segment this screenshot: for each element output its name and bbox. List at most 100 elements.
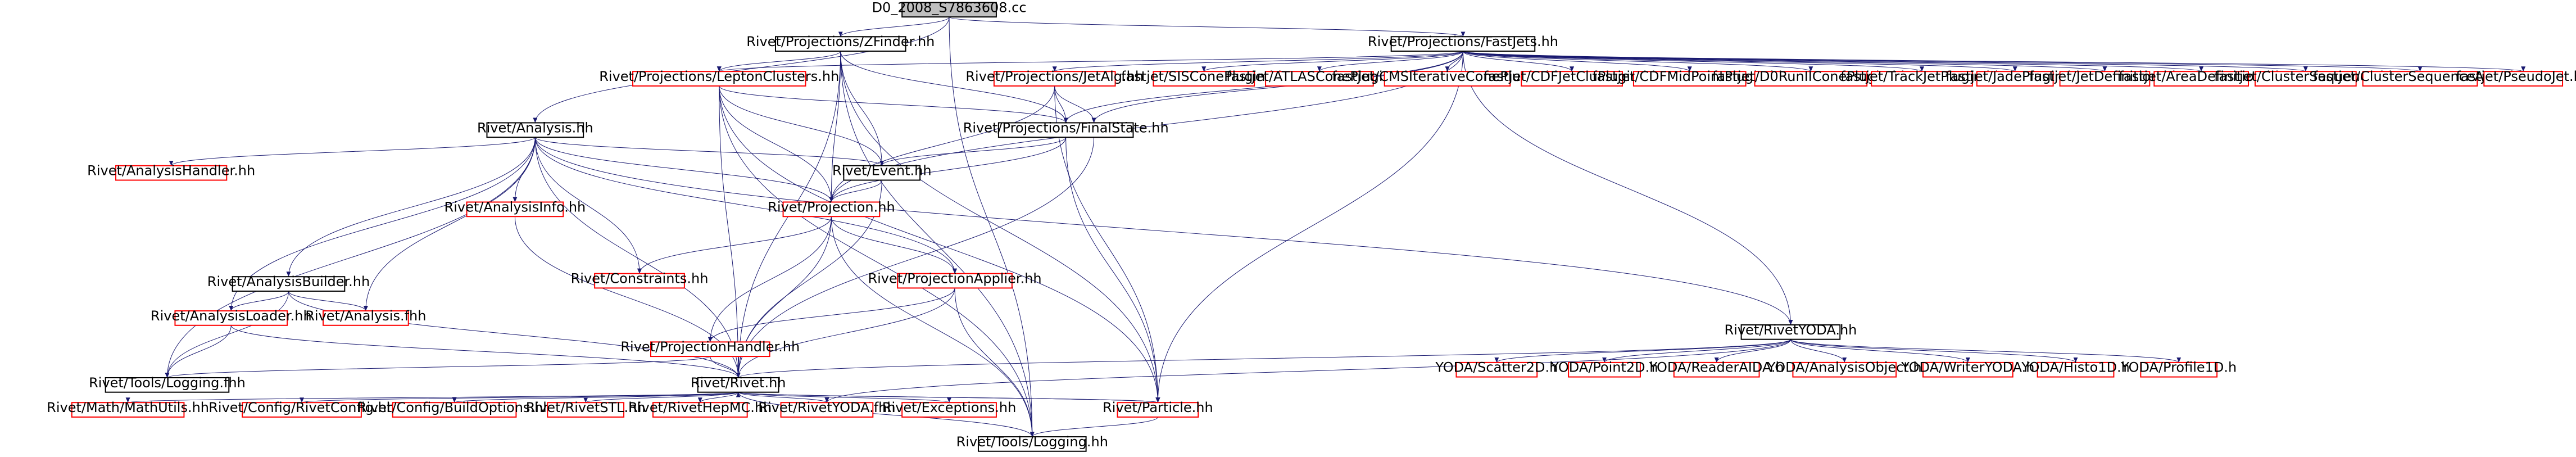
node-logging1[interactable]: Rivet/Tools/Logging.fhh: [89, 375, 246, 393]
node-mathutils: Rivet/Math/MathUtils.hh: [47, 400, 209, 418]
edge-zfinder-to-finalstate: [840, 51, 1068, 123]
node-label: YODA/ReaderAIDA.h: [1649, 360, 1784, 375]
edge-zfinder-to-logging2: [840, 51, 1035, 437]
node-logging2[interactable]: Rivet/Tools/Logging.hh: [956, 434, 1108, 452]
node-rivet[interactable]: Rivet/Rivet.hh: [691, 375, 786, 393]
node-box: [774, 36, 906, 52]
node-label: Rivet/ProjectionApplier.hh: [868, 271, 1041, 287]
node-rivetyodafwd: Rivet/RivetYODA.fhh: [758, 400, 896, 418]
node-siscone: fastjet/SISConePlugin.hh: [1121, 69, 1287, 87]
edge-rivetyoda-to-rivet: [736, 339, 1791, 378]
edge-zfinder-to-leptonclusters: [716, 51, 841, 72]
node-analysis[interactable]: Rivet/Analysis.hh: [477, 120, 593, 138]
node-box: [632, 71, 806, 87]
node-box: [242, 402, 362, 418]
node-label: Rivet/AnalysisLoader.hh: [151, 308, 312, 324]
node-label: Rivet/AnalysisBuilder.hh: [207, 274, 370, 289]
node-label: YODA/AnalysisObject.h: [1767, 360, 1922, 375]
node-box: [697, 377, 779, 393]
edge-projapplier-to-projhandler: [708, 288, 955, 342]
edge-fastjets-to-cdfjetclu: [1462, 51, 1575, 72]
edge-fastjets-to-d0runii: [1462, 51, 1813, 72]
edge-analysis-to-event: [534, 137, 885, 166]
edge-analysis-to-analysisbuilder: [286, 137, 536, 277]
node-analysisfwd: Rivet/Analysis.fhh: [305, 308, 426, 326]
node-analysisobject: YODA/AnalysisObject.h: [1767, 360, 1922, 378]
edge-rivetyoda-to-writeryoda: [1790, 339, 1970, 363]
node-box: [466, 201, 564, 218]
edge-projection-to-projhandler: [708, 216, 832, 342]
node-label: Rivet/Event.hh: [832, 163, 932, 179]
edge-rivet-to-rivetstl: [583, 392, 739, 403]
node-box: [650, 341, 770, 358]
edge-leptonclusters-to-finalstate: [719, 85, 1068, 123]
node-label: YODA/WriterYODA.h: [1901, 360, 2034, 375]
edge-fastjets-to-cdfmidpoint: [1462, 51, 1692, 72]
node-box: [1740, 324, 1841, 340]
node-label: fastjet/ATLASConePlugin.hh: [1226, 69, 1413, 84]
node-finalstate[interactable]: Rivet/Projections/FinalState.hh: [963, 120, 1169, 138]
edge-projection-to-logging2: [831, 216, 1035, 437]
edge-event-to-projection: [829, 180, 882, 202]
node-analysishandler: Rivet/AnalysisHandler.hh: [87, 163, 255, 181]
node-label: Rivet/RivetYODA.hh: [1725, 322, 1857, 338]
node-box: [780, 402, 874, 418]
node-label: YODA/Histo1D.h: [2021, 360, 2130, 375]
edge-fastjets-to-jetalg: [1053, 51, 1463, 72]
node-box: [486, 122, 584, 138]
node-rivetyoda[interactable]: Rivet/RivetYODA.hh: [1725, 322, 1857, 340]
node-box: [652, 402, 748, 418]
node-box: [1568, 361, 1641, 378]
edge-fastjets-to-particle: [1155, 51, 1463, 403]
edge-leptonclusters-to-event: [719, 85, 885, 166]
node-label: YODA/Profile1D.h: [2120, 360, 2237, 375]
edge-analysis-to-rivet: [534, 137, 741, 378]
node-label: Rivet/Exceptions.hh: [882, 400, 1016, 415]
node-label: Rivet/AnalysisInfo.hh: [445, 199, 586, 215]
node-zfinder[interactable]: Rivet/Projections/ZFinder.hh: [746, 34, 935, 52]
edge-root-to-analysis: [533, 17, 950, 123]
edge-root-to-zfinder: [838, 16, 950, 37]
node-trackjet: fastjet/TrackJetPlugin.hh: [1840, 69, 2003, 87]
edge-rivet-to-exceptions: [738, 392, 951, 403]
node-root[interactable]: D0_2008_S7863608.cc: [872, 0, 1027, 18]
edge-finalstate-to-event: [879, 137, 1067, 166]
node-rivetconfig: Rivet/Config/RivetConfig.hh: [208, 400, 395, 418]
edge-fastjets-to-jetdef: [1462, 51, 2107, 72]
node-label: Rivet/Projections/JetAlg.hh: [965, 69, 1144, 84]
edge-rivet-to-rivetconfig: [300, 392, 739, 403]
edge-root-to-logging2: [949, 17, 1035, 437]
edge-analysis-to-constraints: [534, 137, 642, 274]
node-label: Rivet/RivetHepMC.hh: [628, 400, 772, 415]
node-label: Rivet/RivetSTL.hh: [526, 400, 646, 415]
edge-analysisloader-to-logging1: [165, 325, 232, 378]
node-event[interactable]: Rivet/Event.hh: [832, 163, 932, 181]
edge-analysis-to-rivetyoda: [534, 137, 1793, 325]
edge-fastjets-to-atlascone: [1317, 51, 1463, 72]
node-fastjets[interactable]: Rivet/Projections/FastJets.hh: [1368, 34, 1558, 52]
node-analysisbuilder[interactable]: Rivet/AnalysisBuilder.hh: [207, 274, 370, 292]
node-box: [1384, 71, 1511, 87]
node-box: [2140, 361, 2218, 378]
edge-fastjets-to-rivetyoda: [1462, 51, 1793, 325]
node-box: [1390, 36, 1536, 52]
node-box: [2254, 71, 2357, 87]
node-box: [843, 165, 921, 181]
edge-particle-to-rivet: [736, 392, 1158, 403]
node-analysisloader: Rivet/AnalysisLoader.hh: [151, 308, 312, 326]
node-label: YODA/Scatter2D.h: [1435, 360, 1558, 375]
edge-projapplier-to-logging2: [954, 288, 1035, 437]
edge-root-to-fastjets: [949, 16, 1465, 37]
edge-jetalg-to-jet: [1054, 85, 1096, 123]
node-box: [1673, 361, 1760, 378]
edge-projapplier-to-rivet: [736, 288, 955, 378]
edge-rivetyoda-to-histo1d: [1790, 339, 2078, 363]
node-histo1d: YODA/Histo1D.h: [2021, 360, 2130, 378]
node-box: [997, 122, 1134, 138]
node-box: [594, 273, 685, 289]
node-atlascone: fastjet/ATLASConePlugin.hh: [1226, 69, 1413, 87]
edge-zfinder-to-event: [840, 51, 885, 166]
node-particle: Rivet/Particle.hh: [1103, 400, 1213, 418]
node-projapplier: Rivet/ProjectionApplier.hh: [868, 271, 1042, 289]
